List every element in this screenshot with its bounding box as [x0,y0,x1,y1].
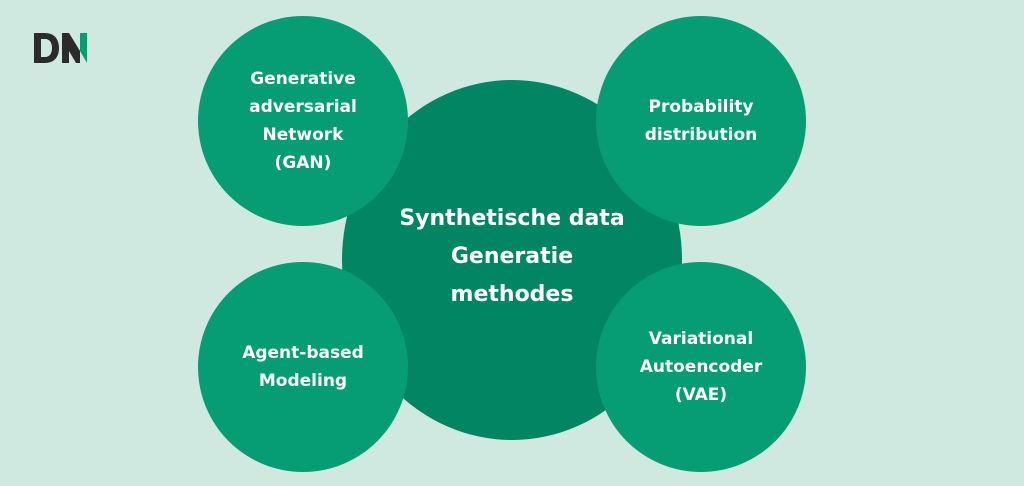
node-probability-label: Probability distribution [644,97,758,145]
node-agent-label: Agent-based Modeling [242,343,364,391]
node-gan: Generative adversarial Network (GAN) [198,16,408,226]
dn-logo [34,33,87,63]
node-vae: Variational Autoencoder (VAE) [596,262,806,472]
center-node-label: Synthetische data Generatie methodes [399,206,625,307]
node-probability-distribution: Probability distribution [596,16,806,226]
node-vae-label: Variational Autoencoder (VAE) [639,329,763,405]
node-agent-based-modeling: Agent-based Modeling [198,262,408,472]
node-gan-label: Generative adversarial Network (GAN) [249,69,357,173]
